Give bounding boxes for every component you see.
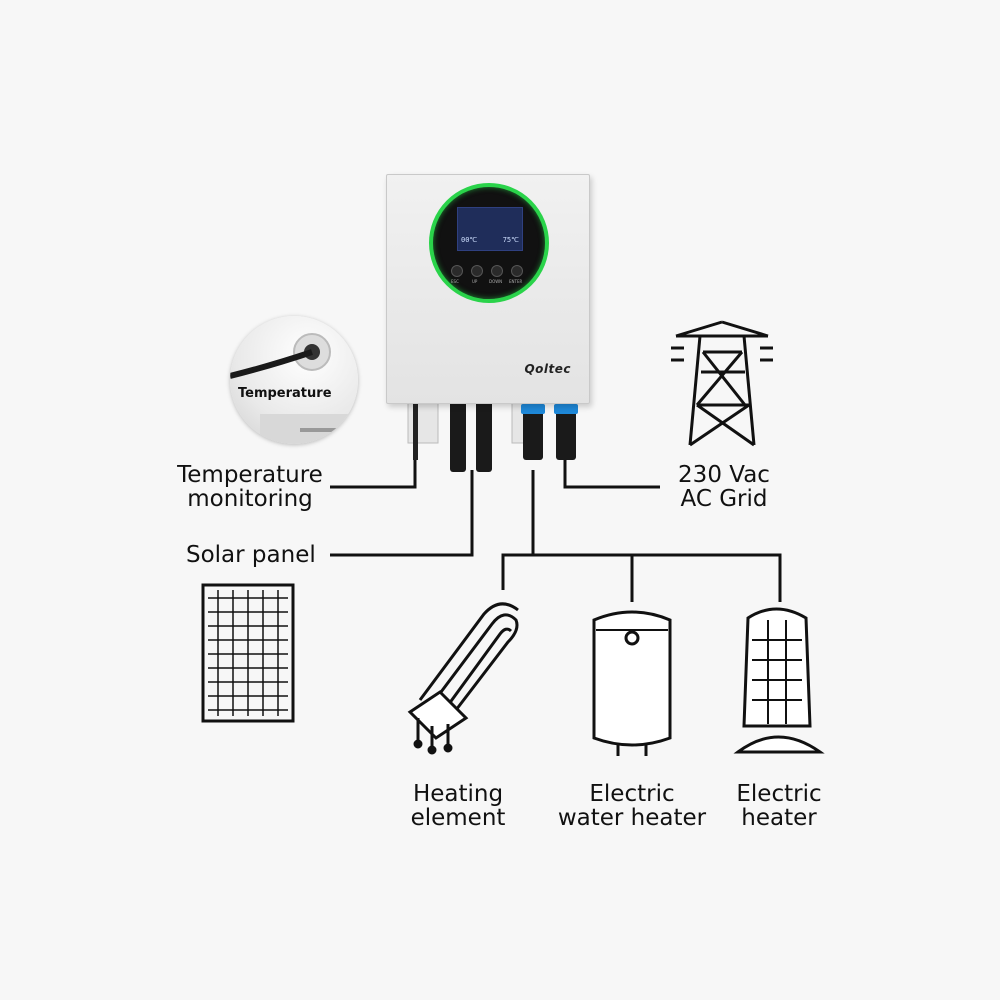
heating-element-line2: element — [410, 805, 506, 831]
electric-heater-line2: heater — [741, 805, 817, 831]
esc-caption: ESC — [451, 279, 459, 284]
brand-logo: Qoltec — [524, 362, 571, 376]
solar-panel-label: Solar panel — [186, 542, 316, 568]
temperature-sensor-inset: Temperature — [230, 316, 358, 444]
electric-heater-line1: Electric — [736, 781, 822, 807]
grid-label: 230 Vac AC Grid — [664, 463, 784, 511]
electric-water-heater-line1: Electric — [589, 781, 675, 807]
electric-water-heater-line2: water heater — [557, 805, 707, 831]
load-bus-line — [501, 553, 782, 602]
down-button[interactable] — [491, 265, 503, 277]
esc-button[interactable] — [451, 265, 463, 277]
grid-line — [563, 460, 660, 489]
temperature-sensor-icon — [230, 333, 358, 444]
temperature-monitoring-label: Temperature monitoring — [170, 463, 330, 511]
heating-element-line1: Heating — [412, 781, 504, 807]
grid-connector — [556, 400, 576, 460]
enter-caption: ENTER — [509, 279, 523, 284]
grid-connector-ring — [554, 404, 578, 414]
solar-line — [330, 470, 474, 557]
temperature-monitoring-line2: monitoring — [187, 486, 313, 512]
inverter-connectors — [407, 400, 578, 472]
heating-element-label: Heating element — [388, 782, 528, 830]
up-button[interactable] — [471, 265, 483, 277]
load-connector-ring — [521, 404, 545, 414]
power-tower-icon — [671, 320, 773, 447]
pv-connector-neg — [450, 400, 466, 472]
electric-heater-label: Electric heater — [724, 782, 834, 830]
load-connector — [523, 400, 543, 460]
grid-label-line2: AC Grid — [680, 486, 768, 512]
inverter-device: 00℃ 75℃ ESC UP DOWN ENTER Qoltec — [386, 174, 590, 404]
bracket-left — [407, 402, 439, 444]
lcd-left-reading: 00℃ — [461, 236, 478, 244]
connection-lines — [330, 460, 782, 602]
control-panel: 00℃ 75℃ ESC UP DOWN ENTER — [429, 183, 549, 303]
grid-label-line1: 230 Vac — [678, 462, 770, 488]
electric-water-heater-label: Electric water heater — [552, 782, 712, 830]
water-heater-icon — [592, 610, 672, 756]
down-caption: DOWN — [489, 279, 503, 284]
lcd-right-reading: 75℃ — [502, 236, 519, 244]
temperature-monitoring-line1: Temperature — [177, 462, 323, 488]
heating-element-icon — [407, 602, 519, 755]
lcd-screen: 00℃ 75℃ — [457, 207, 523, 251]
electric-heater-icon — [733, 607, 825, 754]
temperature-line — [330, 460, 417, 489]
enter-button[interactable] — [511, 265, 523, 277]
temperature-inset-label: Temperature — [238, 386, 332, 401]
up-caption: UP — [472, 279, 478, 284]
temperature-cable — [413, 403, 418, 460]
solar-panel-icon — [201, 583, 295, 723]
pv-connector-pos — [476, 400, 492, 472]
